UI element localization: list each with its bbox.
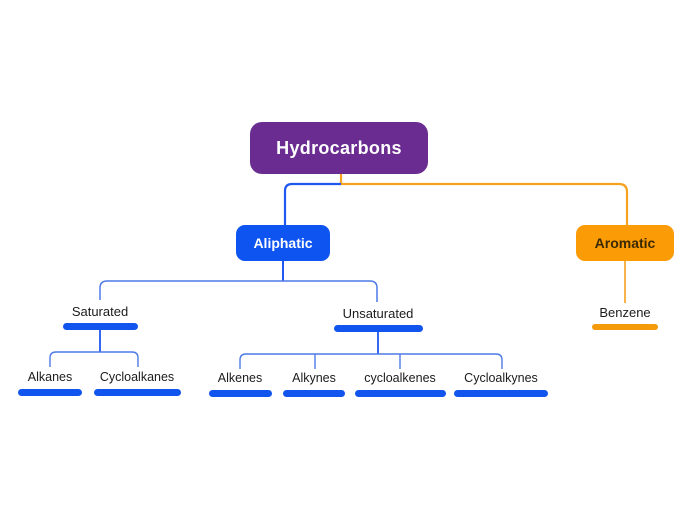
node-saturated-label: Saturated (71, 304, 129, 319)
node-aromatic-label: Aromatic (594, 235, 656, 251)
node-cycloalkynes[interactable]: Cycloalkynes (441, 371, 561, 397)
node-alkanes-label: Alkanes (27, 370, 73, 384)
node-cycloalkanes-label: Cycloalkanes (99, 370, 175, 384)
node-unsaturated[interactable]: Unsaturated (318, 306, 438, 332)
branch-bar-alkenes (208, 390, 272, 397)
branch-bar-saturated (62, 323, 138, 330)
node-unsaturated-label: Unsaturated (342, 306, 414, 321)
connector-root-aromatic (339, 174, 629, 225)
branch-bar-alkynes (283, 390, 345, 397)
connector-saturated-children (49, 351, 139, 367)
node-saturated[interactable]: Saturated (40, 304, 160, 330)
node-cycloalkenes[interactable]: cycloalkenes (340, 371, 460, 397)
node-cycloalkanes[interactable]: Cycloalkanes (77, 370, 197, 396)
node-aromatic[interactable]: Aromatic (576, 225, 674, 261)
node-cycloalkenes-label: cycloalkenes (364, 371, 436, 385)
connector-unsaturated-children (239, 353, 503, 369)
connector-aliphatic-children (99, 280, 378, 302)
node-hydrocarbons[interactable]: Hydrocarbons (250, 122, 428, 174)
branch-bar-cycloalkynes (454, 390, 548, 397)
node-benzene-label: Benzene (599, 305, 651, 320)
node-aliphatic-label: Aliphatic (253, 235, 313, 251)
node-alkenes[interactable]: Alkenes (180, 371, 300, 397)
branch-bar-unsaturated (333, 325, 423, 332)
node-aliphatic[interactable]: Aliphatic (236, 225, 330, 261)
connector-root-aliphatic (283, 182, 341, 225)
node-hydrocarbons-label: Hydrocarbons (276, 137, 402, 158)
node-alkynes-label: Alkynes (292, 371, 336, 385)
branch-bar-benzene (592, 324, 658, 330)
node-benzene[interactable]: Benzene (565, 305, 685, 330)
node-cycloalkynes-label: Cycloalkynes (464, 371, 538, 385)
branch-bar-cycloalkanes (93, 389, 181, 396)
node-alkynes[interactable]: Alkynes (254, 371, 374, 397)
node-alkenes-label: Alkenes (217, 371, 263, 385)
branch-bar-alkanes (18, 389, 82, 396)
node-alkanes[interactable]: Alkanes (0, 370, 110, 396)
branch-bar-cycloalkenes (354, 390, 446, 397)
